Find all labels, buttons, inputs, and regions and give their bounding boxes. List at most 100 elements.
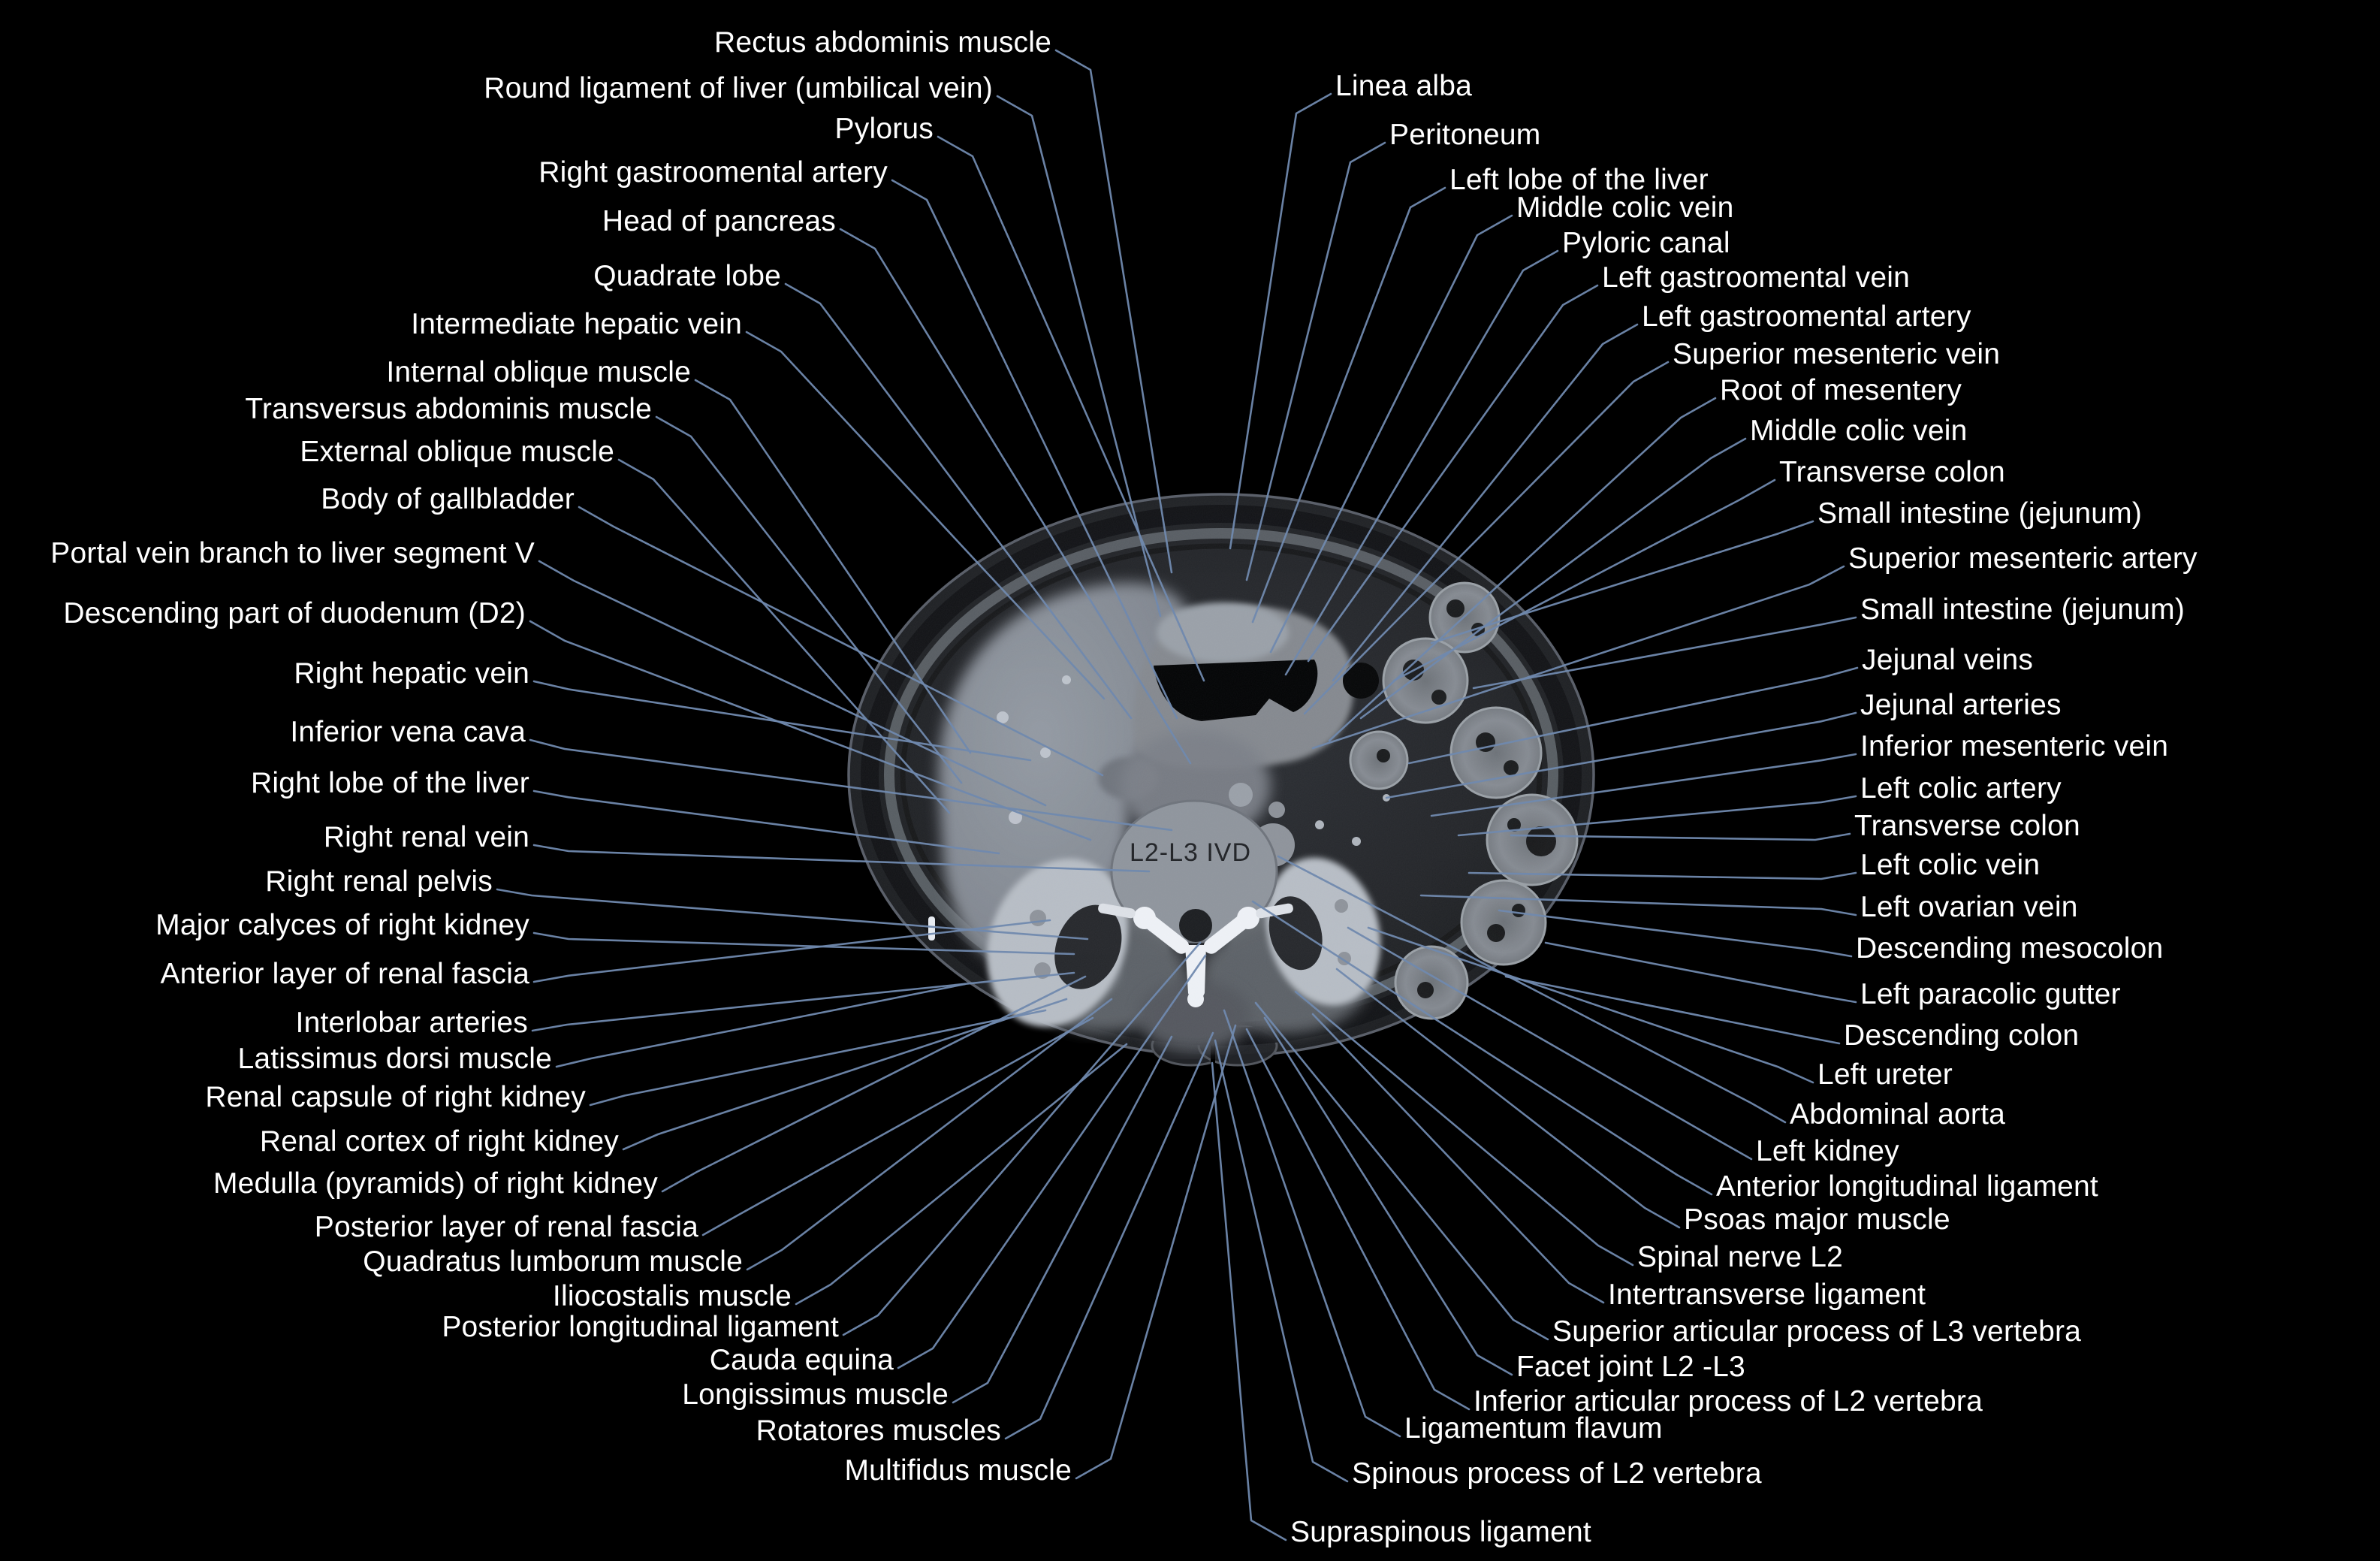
leader-line [496, 888, 1089, 941]
anatomy-label: Superior mesenteric artery [1848, 542, 2198, 575]
anatomy-label: Left gastroomental vein [1602, 261, 1911, 294]
anatomy-label: Quadrate lobe [593, 260, 781, 292]
anatomy-label: Jejunal veins [1862, 644, 2034, 676]
leader-line [1457, 795, 1857, 837]
anatomy-label: Quadratus lumborum muscle [363, 1245, 743, 1278]
anatomy-label: Descending part of duodenum (D2) [63, 597, 526, 630]
leader-line [1472, 616, 1857, 690]
leader-line [1277, 855, 1787, 1124]
leader-line [952, 1035, 1173, 1404]
leader-line [589, 1009, 1047, 1107]
leader-line [1430, 753, 1857, 817]
anatomy-label: Posterior layer of renal fascia [314, 1211, 698, 1243]
leader-line [1075, 1024, 1237, 1480]
anatomy-label: Right lobe of the liver [251, 767, 529, 799]
anatomy-label: Left ureter [1817, 1058, 1953, 1091]
leader-line [1254, 1001, 1549, 1341]
leader-line [784, 282, 1133, 720]
anatomy-label: Major calyces of right kidney [155, 909, 529, 941]
anatomy-label: Pylorus [834, 113, 934, 145]
leader-line [1347, 926, 1753, 1161]
anatomy-label: Medulla (pyramids) of right kidney [213, 1167, 658, 1200]
anatomy-label: Inferior mesenteric vein [1860, 730, 2169, 762]
anatomy-label: Latissimus dorsi muscle [237, 1043, 552, 1075]
leader-line [897, 954, 1207, 1369]
leader-line [701, 1016, 1094, 1236]
leader-line [891, 179, 1178, 720]
anatomy-label: Root of mesentery [1720, 374, 1962, 406]
leader-line [1332, 323, 1639, 682]
leader-line [538, 560, 1047, 807]
leader-line [622, 998, 1068, 1151]
leader-line [1004, 1031, 1214, 1440]
anatomy-label: Inferior vena cava [290, 716, 526, 748]
anatomy-label: Longissimus muscle [682, 1378, 949, 1411]
leader-line [1245, 1028, 1471, 1411]
anatomy-label: Pyloric canal [1562, 227, 1730, 259]
leader-line [532, 680, 1032, 762]
anatomy-label: Facet joint L2 -L3 [1516, 1351, 1745, 1383]
anatomy-label: Psoas major muscle [1684, 1203, 1950, 1236]
anatomy-label: Ligamentum flavum [1404, 1412, 1663, 1445]
anatomy-label: Internal oblique muscle [386, 356, 691, 388]
anatomy-label: Middle colic vein [1516, 192, 1734, 224]
leader-line [532, 931, 1075, 956]
leader-line [1251, 186, 1446, 623]
anatomy-label: Descending mesocolon [1856, 932, 2164, 965]
anatomy-label: Abdominal aorta [1790, 1098, 2006, 1131]
leader-line [839, 228, 1192, 765]
anatomy-label: Rectus abdominis muscle [714, 26, 1051, 59]
leader-line [1328, 397, 1717, 742]
anatomy-label: Right renal pelvis [265, 865, 493, 898]
anatomy-label: Left lobe of the liver [1449, 164, 1709, 196]
leader-line [842, 941, 1202, 1336]
anatomy-label: External oblique muscle [300, 436, 614, 468]
leader-line [1211, 1061, 1287, 1541]
anatomy-label: Anterior longitudinal ligament [1716, 1170, 2098, 1203]
anatomy-label: Iliocostalis muscle [552, 1280, 792, 1312]
leader-line [996, 95, 1162, 617]
leader-line [1392, 479, 1776, 682]
anatomy-label: Cauda equina [709, 1344, 894, 1376]
leader-line [1263, 1016, 1513, 1376]
anatomy-label: Supraspinous ligament [1290, 1516, 1591, 1548]
anatomy-label: Anterior layer of renal fascia [160, 958, 529, 990]
leader-line [617, 458, 951, 814]
anatomy-label: Jejunal arteries [1860, 689, 2062, 721]
leader-line [1504, 975, 1841, 1045]
anatomy-label: Linea alba [1335, 70, 1472, 102]
leader-line [1054, 49, 1173, 574]
anatomy-label: Inferior articular process of L2 vertebr… [1474, 1385, 1983, 1418]
leader-line [1385, 711, 1857, 799]
leader-line [1468, 871, 1857, 880]
anatomy-label: Spinal nerve L2 [1637, 1241, 1844, 1273]
leader-line [1294, 990, 1634, 1267]
anatomy-label: Spinous process of L2 vertebra [1352, 1457, 1762, 1490]
leader-line [745, 331, 1106, 700]
anatomy-label: Transverse colon [1854, 810, 2080, 842]
leader-line [1245, 141, 1386, 581]
leader-line [1284, 249, 1559, 676]
anatomy-label: Left gastroomental artery [1642, 300, 1971, 333]
anatomy-label: Head of pancreas [602, 205, 836, 237]
anatomy-label: Intermediate hepatic vein [411, 308, 742, 340]
anatomy-label: Interlobar arteries [295, 1007, 528, 1039]
anatomy-label: Superior mesenteric vein [1673, 338, 2001, 370]
leader-line [1303, 361, 1670, 715]
anatomy-label: Posterior longitudinal ligament [442, 1311, 839, 1343]
leader-line [1269, 214, 1513, 654]
leader-line [532, 790, 1000, 855]
anatomy-label: Transversus abdominis muscle [245, 393, 652, 425]
anatomy-label: Peritoneum [1389, 119, 1541, 151]
anatomy-label: Left ovarian vein [1860, 891, 2078, 923]
anatomy-label: Left paracolic gutter [1860, 978, 2121, 1010]
leader-line [1498, 909, 1853, 958]
leader-line [795, 1043, 1128, 1306]
anatomy-label: Transverse colon [1779, 456, 2005, 488]
anatomy-label: Portal vein branch to liver segment V [50, 537, 535, 569]
anatomy-label: Rotatores muscles [756, 1415, 1001, 1447]
anatomy-label: Round ligament of liver (umbilical vein) [484, 72, 993, 104]
leader-line [937, 135, 1205, 682]
